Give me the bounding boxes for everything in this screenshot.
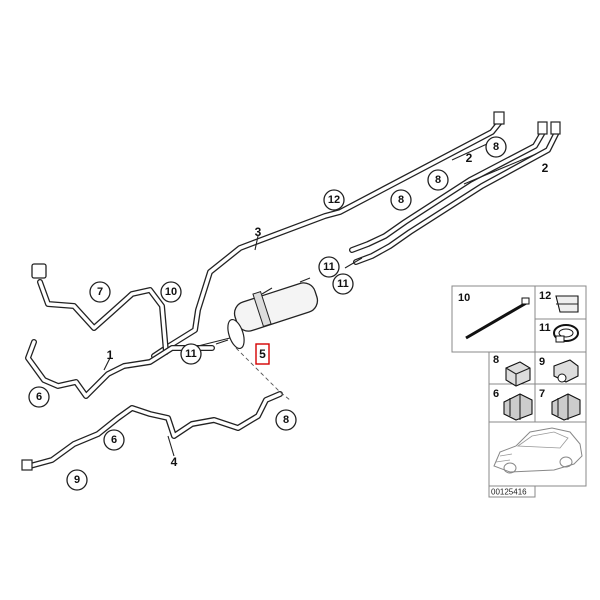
callout-8-mid[interactable]: 8	[427, 169, 449, 191]
callout-8-bottom[interactable]: 8	[275, 409, 297, 431]
fitting-left	[31, 263, 47, 279]
svg-text:10: 10	[165, 286, 177, 298]
panel-label-11: 11	[539, 322, 551, 334]
panel-label-6: 6	[493, 388, 499, 400]
svg-text:11: 11	[323, 261, 335, 273]
svg-text:11: 11	[185, 348, 197, 360]
label-5-highlight[interactable]: 5	[255, 343, 270, 365]
pipe-4-9	[27, 391, 283, 469]
svg-text:8: 8	[398, 194, 404, 206]
svg-text:9: 9	[74, 474, 80, 486]
callout-11-lower[interactable]: 11	[332, 273, 354, 295]
callout-7[interactable]: 7	[89, 281, 111, 303]
part-7-holder	[551, 393, 581, 421]
svg-text:12: 12	[328, 194, 340, 206]
leader-dashed	[235, 347, 291, 401]
panel-label-8: 8	[493, 354, 499, 366]
fitting-top-1	[493, 111, 505, 125]
svg-text:6: 6	[111, 434, 117, 446]
callout-10[interactable]: 10	[160, 281, 182, 303]
svg-text:8: 8	[493, 141, 499, 153]
svg-text:5: 5	[259, 347, 266, 361]
panel-label-7: 7	[539, 388, 545, 400]
svg-text:8: 8	[435, 174, 441, 186]
svg-text:7: 7	[97, 286, 103, 298]
part-11-clamp	[553, 324, 579, 343]
panel-label-9: 9	[539, 356, 545, 368]
parts-panel: 10 12 11 8 9 6	[451, 285, 587, 498]
pipe-7-10	[37, 279, 169, 355]
pipe-3	[151, 119, 503, 359]
callout-8-top[interactable]: 8	[485, 136, 507, 158]
part-10-cable-tie	[465, 297, 530, 340]
label-4: 4	[171, 455, 178, 469]
fuel-filter	[215, 277, 319, 350]
callout-12[interactable]: 12	[323, 189, 345, 211]
callout-6-left[interactable]: 6	[28, 386, 50, 408]
image-id: 00125416	[491, 488, 527, 497]
fitting-top-2	[537, 121, 548, 135]
panel-label-12: 12	[539, 290, 551, 302]
callout-11-upper[interactable]: 11	[318, 256, 340, 278]
fitting-bottom-left	[21, 459, 33, 471]
car-illustration	[493, 427, 583, 474]
svg-text:8: 8	[283, 414, 289, 426]
part-8-holder	[505, 361, 531, 387]
callout-8-center[interactable]: 8	[390, 189, 412, 211]
callout-9[interactable]: 9	[66, 469, 88, 491]
callout-6-center[interactable]: 6	[103, 429, 125, 451]
part-12-clip	[555, 295, 579, 313]
fitting-top-3	[550, 121, 561, 135]
part-9-holder	[553, 359, 579, 383]
pipe-2-lower	[353, 131, 559, 265]
callout-11-filter[interactable]: 11	[180, 343, 202, 365]
part-6-holder	[503, 393, 533, 421]
label-2-upper: 2	[466, 151, 473, 165]
panel-label-10: 10	[458, 292, 470, 304]
label-1: 1	[107, 348, 114, 362]
svg-text:11: 11	[337, 278, 349, 290]
svg-text:6: 6	[36, 391, 42, 403]
label-3: 3	[255, 225, 262, 239]
label-2-right: 2	[542, 161, 549, 175]
pipe-2-upper	[349, 131, 545, 253]
pipe-1	[25, 339, 215, 399]
